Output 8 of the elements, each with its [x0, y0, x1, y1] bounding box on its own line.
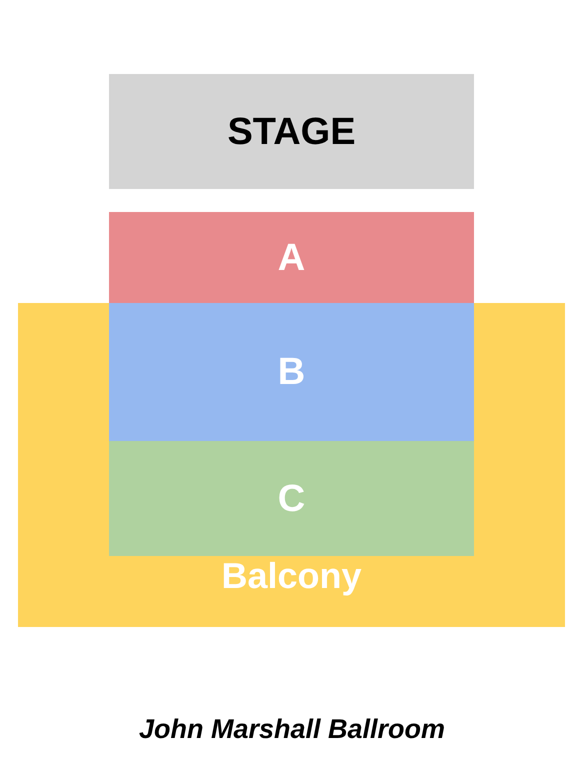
section-label: Balcony — [221, 558, 362, 594]
section-label: A — [278, 238, 306, 276]
section-label: STAGE — [227, 112, 356, 150]
stage-area — [109, 74, 474, 189]
venue-caption: John Marshall Ballroom — [138, 714, 446, 744]
seating-section — [109, 212, 474, 303]
section-label: C — [278, 480, 306, 518]
section-label: B — [278, 353, 306, 391]
